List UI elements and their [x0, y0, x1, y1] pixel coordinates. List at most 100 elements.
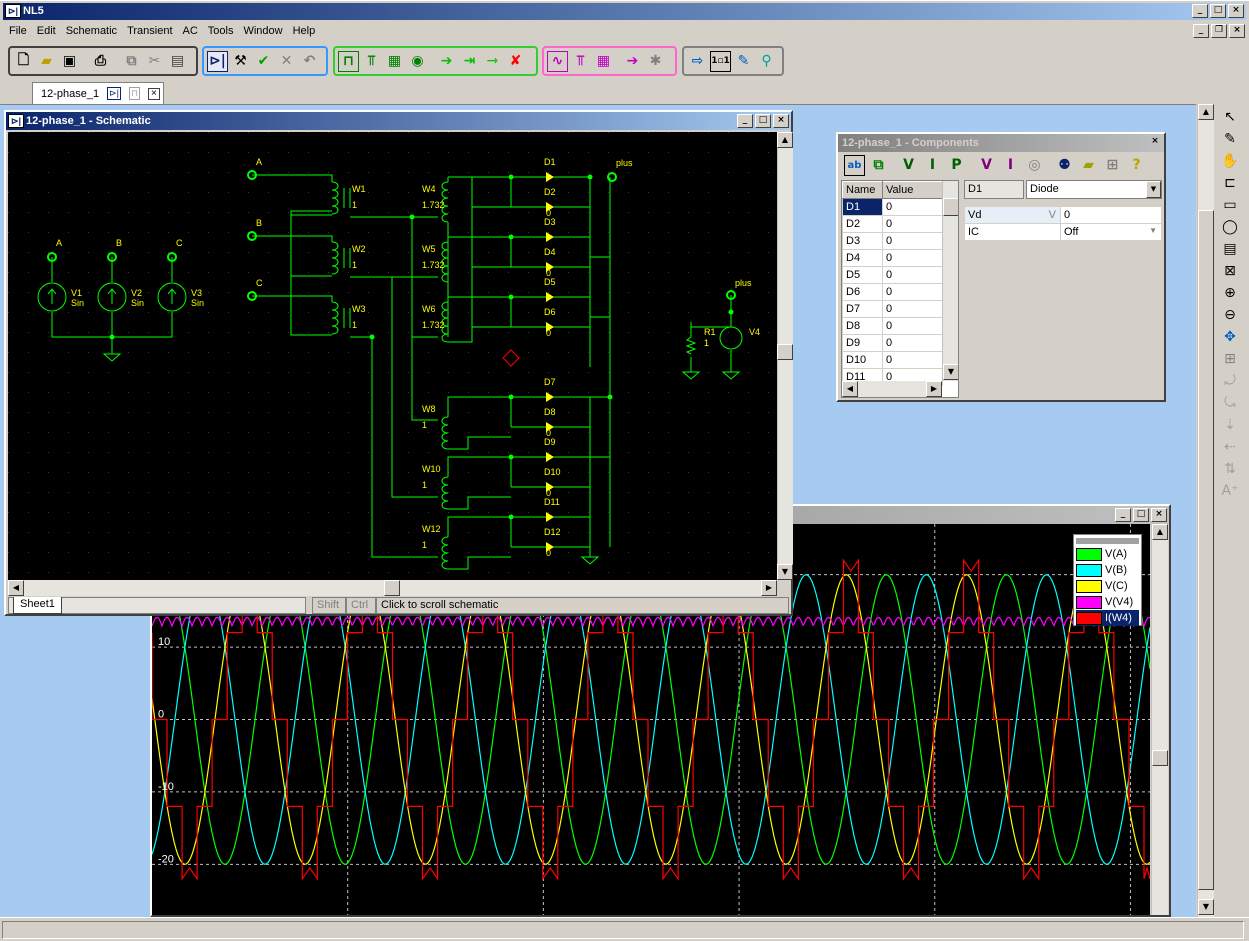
zoom-fit-icon[interactable]: ✥	[1224, 329, 1236, 345]
rotate-back-icon[interactable]: ⤿	[1224, 395, 1236, 411]
row-value[interactable]: 0	[882, 283, 943, 301]
continue-icon[interactable]: ⇾	[486, 53, 499, 69]
pointer-icon[interactable]: ↖	[1224, 109, 1236, 125]
row-value[interactable]: 0	[882, 249, 943, 267]
tab-12-phase-1[interactable]: 12-phase_1 ⊳| ⊓ ×	[32, 82, 164, 104]
folder-icon[interactable]: ▰	[1083, 157, 1094, 173]
save-icon[interactable]: ▣	[62, 53, 77, 69]
ac-run-icon[interactable]: ➔	[626, 53, 639, 69]
menu-tools[interactable]: Tools	[207, 25, 234, 37]
components-close-button[interactable]: ×	[1151, 136, 1159, 146]
open-folder-icon[interactable]: ▰	[41, 53, 52, 69]
ac-stop-icon[interactable]: ✱	[649, 53, 662, 69]
mdi-restore-button[interactable]: ❐	[1211, 24, 1227, 38]
text-size-icon[interactable]: A⁺	[1221, 483, 1239, 499]
menu-ac[interactable]: AC	[182, 25, 198, 37]
row-value[interactable]: 0	[882, 266, 943, 284]
schematic-scroll-down[interactable]: ▼	[777, 564, 793, 580]
step-end-icon[interactable]: ⇥	[463, 53, 476, 69]
components-list-vscroll[interactable]: ▼	[942, 181, 958, 381]
menu-schematic[interactable]: Schematic	[65, 25, 118, 37]
legend-item-vv4[interactable]: V(V4)	[1076, 594, 1139, 610]
components-list-scroll-right[interactable]: ▶	[926, 381, 942, 397]
schematic-minimize-button[interactable]: _	[737, 114, 753, 128]
minimize-button[interactable]: _	[1192, 4, 1208, 18]
component-icon[interactable]: ⚉	[1058, 157, 1071, 173]
col-name[interactable]: Name	[842, 181, 883, 199]
rotate-icon[interactable]: ⤾	[1224, 373, 1236, 389]
transient-icon[interactable]: ⊓	[338, 50, 359, 72]
flip-horizontal-icon[interactable]: ⇠	[1224, 439, 1236, 455]
trace-iw4[interactable]	[152, 558, 1150, 881]
graph-scroll-up[interactable]: ▲	[1152, 524, 1168, 540]
schematic-horizontal-scrollbar[interactable]: ◀ ▶	[8, 580, 777, 596]
component-type-select[interactable]: Diode ▼	[1026, 180, 1162, 199]
graph-view-icon[interactable]: ⊓	[129, 87, 141, 100]
chevron-down-icon[interactable]: ▼	[1146, 181, 1161, 198]
step-icon[interactable]: ➔	[440, 53, 453, 69]
ac-table-icon[interactable]: ▦	[596, 53, 611, 69]
power-probe-icon[interactable]: P	[951, 157, 962, 173]
graph-close-button[interactable]: ×	[1151, 508, 1167, 522]
row-value[interactable]: 0	[882, 351, 943, 369]
script-icon[interactable]: ✎	[737, 53, 750, 69]
legend-item-iw4[interactable]: I(W4)	[1076, 610, 1139, 626]
row-value[interactable]: 0	[882, 317, 943, 335]
row-value[interactable]: 0	[882, 300, 943, 318]
fit-icon[interactable]: ⊠	[1224, 263, 1236, 279]
ellipse-icon[interactable]: ◯	[1222, 219, 1238, 235]
zoom-in-icon[interactable]: ⊕	[1224, 285, 1236, 301]
schematic-scroll-left[interactable]: ◀	[8, 580, 24, 596]
wire-icon[interactable]: ⊏	[1224, 175, 1236, 191]
flip-vertical-icon[interactable]: ⇣	[1224, 417, 1236, 433]
close-button[interactable]: ×	[1228, 4, 1244, 18]
ac-icon[interactable]: ∿	[547, 50, 568, 72]
mdi-close-button[interactable]: ×	[1229, 24, 1245, 38]
mdi-minimize-button[interactable]: _	[1193, 24, 1209, 38]
legend-item-va[interactable]: V(A)	[1076, 546, 1139, 562]
schematic-scroll-thumb-v[interactable]	[777, 344, 793, 360]
graph-scroll-thumb[interactable]	[1152, 750, 1168, 766]
export-icon[interactable]: ⇨	[691, 53, 704, 69]
current-probe-icon[interactable]: I	[929, 157, 936, 173]
trace-vc[interactable]	[152, 574, 1150, 865]
schematic-vertical-scrollbar[interactable]: ▲ ▼	[777, 132, 793, 580]
scroll-thumb[interactable]	[1198, 210, 1214, 890]
row-value[interactable]: 0	[882, 334, 943, 352]
ac-wave-icon[interactable]: ◎	[1028, 157, 1041, 173]
schematic-maximize-button[interactable]: □	[755, 114, 771, 128]
schematic-view-icon[interactable]: ⊳|	[107, 87, 121, 100]
copy-icon[interactable]: ⧉	[126, 53, 137, 69]
property-value-ic[interactable]: Off▼	[1060, 223, 1162, 241]
schematic-scroll-up[interactable]: ▲	[777, 132, 793, 148]
rename-icon[interactable]: ab	[844, 154, 865, 176]
row-value[interactable]: 0	[882, 215, 943, 233]
run-icon[interactable]: ◉	[411, 53, 424, 69]
zoom-area-icon[interactable]: ⊞	[1224, 351, 1236, 367]
paste-icon[interactable]: ▤	[170, 53, 185, 69]
property-row-ic[interactable]: IC Off▼	[964, 223, 1162, 241]
close-tab-icon[interactable]: ×	[148, 87, 160, 100]
tab-sheet1[interactable]: Sheet1	[13, 597, 62, 614]
check-icon[interactable]: ✔	[257, 53, 270, 69]
help-icon[interactable]: ?	[1132, 157, 1141, 173]
property-value[interactable]: 0	[1060, 206, 1162, 224]
pen-icon[interactable]: ✎	[1224, 131, 1236, 147]
stop-icon[interactable]: ✘	[509, 53, 522, 69]
graph-vertical-scrollbar[interactable]: ▲	[1151, 524, 1168, 915]
sort-icon[interactable]: ⧉	[873, 157, 884, 173]
schematic-icon[interactable]: ⊳|	[207, 50, 228, 72]
table-icon[interactable]: ▦	[387, 53, 402, 69]
trace-vv4[interactable]	[152, 616, 1150, 628]
voltage-probe-icon[interactable]: V	[903, 157, 914, 173]
